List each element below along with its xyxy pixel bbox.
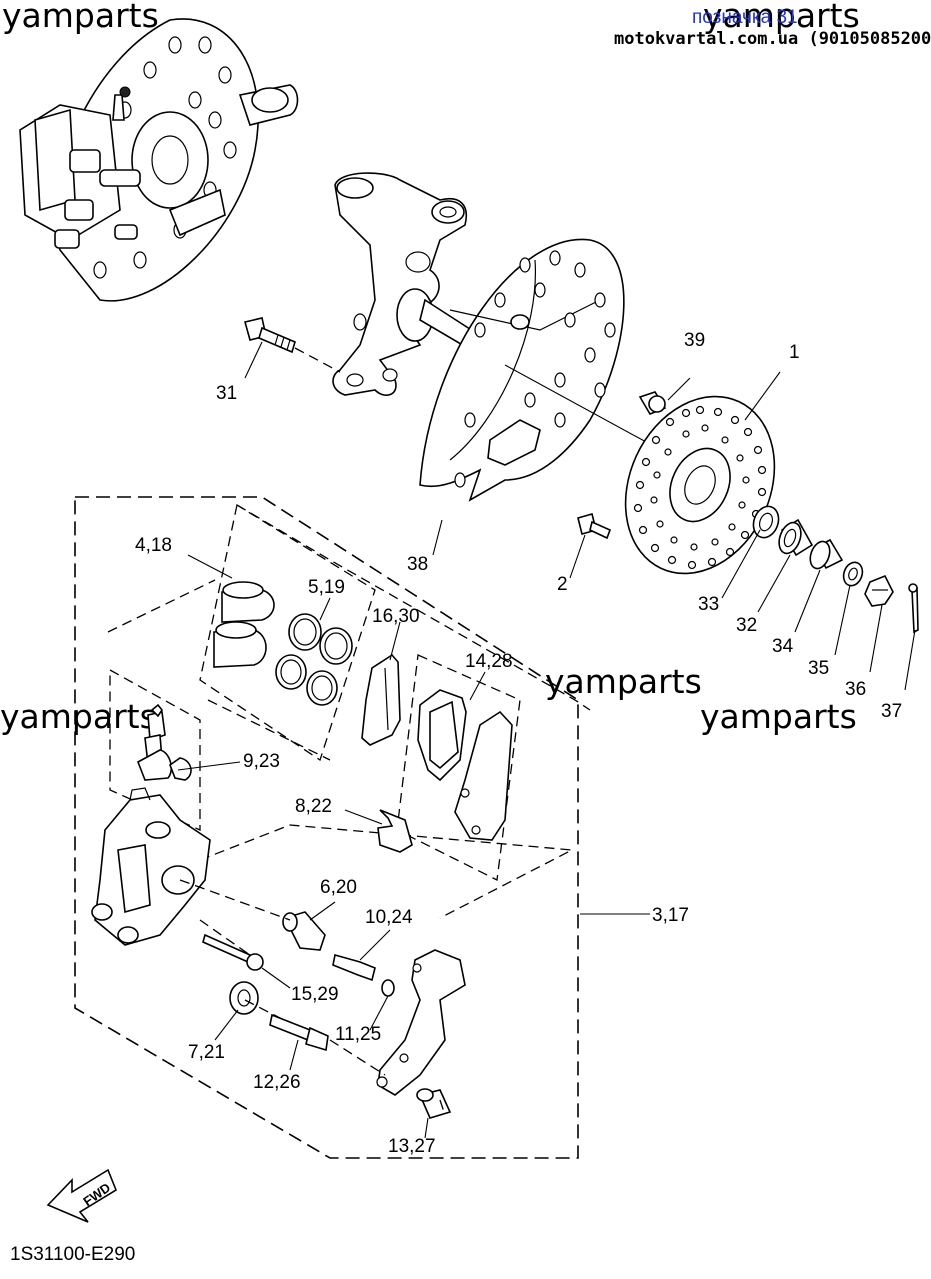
callout-15-29: 15,29 [291,984,339,1005]
callout-31: 31 [216,383,237,404]
bolt-12-26 [269,1013,329,1052]
pin-15-29 [202,933,264,971]
callout-14-28: 14,28 [465,651,513,672]
caliper-frame [74,496,579,1159]
brake-disc-1 [624,395,776,575]
callout-11-25: 11,25 [335,1024,381,1045]
disc-guard-38 [419,238,625,502]
bleed-screw-9-23 [136,703,192,781]
callout-6-20: 6,20 [320,877,357,898]
callout-38: 38 [407,554,428,575]
callout-1: 1 [789,342,800,363]
seals-5-19 [275,613,353,706]
bolt-31 [244,317,296,354]
callout-36: 36 [845,679,866,700]
callout-3-17: 3,17 [652,905,689,926]
o-ring-11-25 [381,979,395,997]
watermark: yamparts [0,697,157,736]
callout-12-26: 12,26 [253,1072,301,1093]
assembly-inset [19,18,299,302]
bushing-13-27 [416,1088,452,1119]
caliper-body [91,787,211,946]
pad-spring-8-22 [377,809,413,853]
boot-7-21 [229,981,259,1015]
pad-kit-frame [236,504,591,711]
callout-35: 35 [808,658,829,679]
callout-39: 39 [684,330,705,351]
watermark: yamparts [703,0,860,35]
callout-9-23: 9,23 [243,751,280,772]
piston-frame [199,503,376,762]
pad-inner-14-28 [417,689,467,782]
callout-13-27: 13,27 [388,1136,436,1157]
pin-frame [107,579,575,919]
pad-outer-14-28 [454,710,513,841]
sleeve-6-20 [282,911,326,951]
callout-16-30: 16,30 [372,606,420,627]
header-site: motokvartal.com.ua (901050852000) [614,29,931,49]
callout-5-19: 5,19 [308,577,345,598]
callout-33: 33 [698,594,719,615]
callout-7-21: 7,21 [188,1042,225,1063]
bolt-2 [577,513,612,540]
bolt-39 [638,391,667,415]
watermark: yamparts [700,697,857,736]
watermark: yamparts [2,0,159,35]
callout-32: 32 [736,615,757,636]
callout-37: 37 [881,701,902,722]
leader-lines [177,341,916,1139]
callout-4-18: 4,18 [135,535,172,556]
bleed-frame [109,668,201,832]
assembly-line [179,879,446,1116]
shim-16-30 [361,653,401,746]
diagram-code: 1S31100-E290 [10,1244,135,1265]
caliper-bracket [376,949,466,1096]
pad-frame [396,654,521,881]
callout-10-24: 10,24 [365,907,413,928]
hub-parts [752,505,919,634]
header-link[interactable]: позначка 31 [692,7,798,28]
callout-8-22: 8,22 [295,796,332,817]
callout-labels: 1 2 3,17 4,18 5,19 6,20 7,21 8,22 9,23 1… [135,330,902,1157]
callout-34: 34 [772,636,794,657]
pistons-4-18 [213,581,275,668]
bolt-10-24 [332,953,376,982]
fwd-arrow-icon: FWD [46,1168,117,1223]
watermark: yamparts [545,662,702,701]
callout-2: 2 [557,574,568,595]
axle-line [504,364,671,456]
bolt-31-axis [294,347,341,373]
